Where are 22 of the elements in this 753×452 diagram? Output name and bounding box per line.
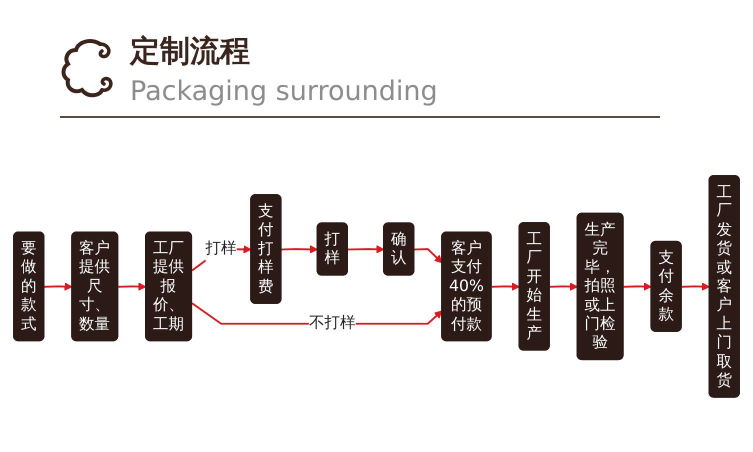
arrow (492, 282, 520, 290)
subtitle-text: Packaging surrounding (130, 76, 438, 108)
step-box: 工厂提供报价、工期 (145, 231, 192, 341)
arrow (414, 248, 442, 263)
arrow (682, 282, 710, 290)
arrow (348, 244, 384, 253)
step-box: 工厂开始生产 (518, 222, 550, 350)
arrow (44, 282, 72, 290)
arrow (624, 282, 652, 290)
arrow (118, 282, 146, 290)
step-box: 确认 (383, 222, 414, 276)
step-box: 工厂发货或客户上门取货 (708, 174, 740, 398)
step-box: 客户支付40%的预付款 (441, 231, 492, 341)
step-box: 生产完毕，拍照或上门检验 (576, 212, 624, 360)
step-box: 要做的款式 (13, 231, 44, 341)
step-box: 支付余款 (650, 240, 682, 332)
step-box: 打样 (316, 222, 348, 276)
step-box: 客户提供尺寸、数量 (71, 231, 118, 341)
arrow (282, 244, 318, 253)
step-box: 支付打样费 (250, 194, 282, 304)
diagram-title: 定制流程 (130, 34, 250, 70)
arrow (550, 282, 578, 290)
